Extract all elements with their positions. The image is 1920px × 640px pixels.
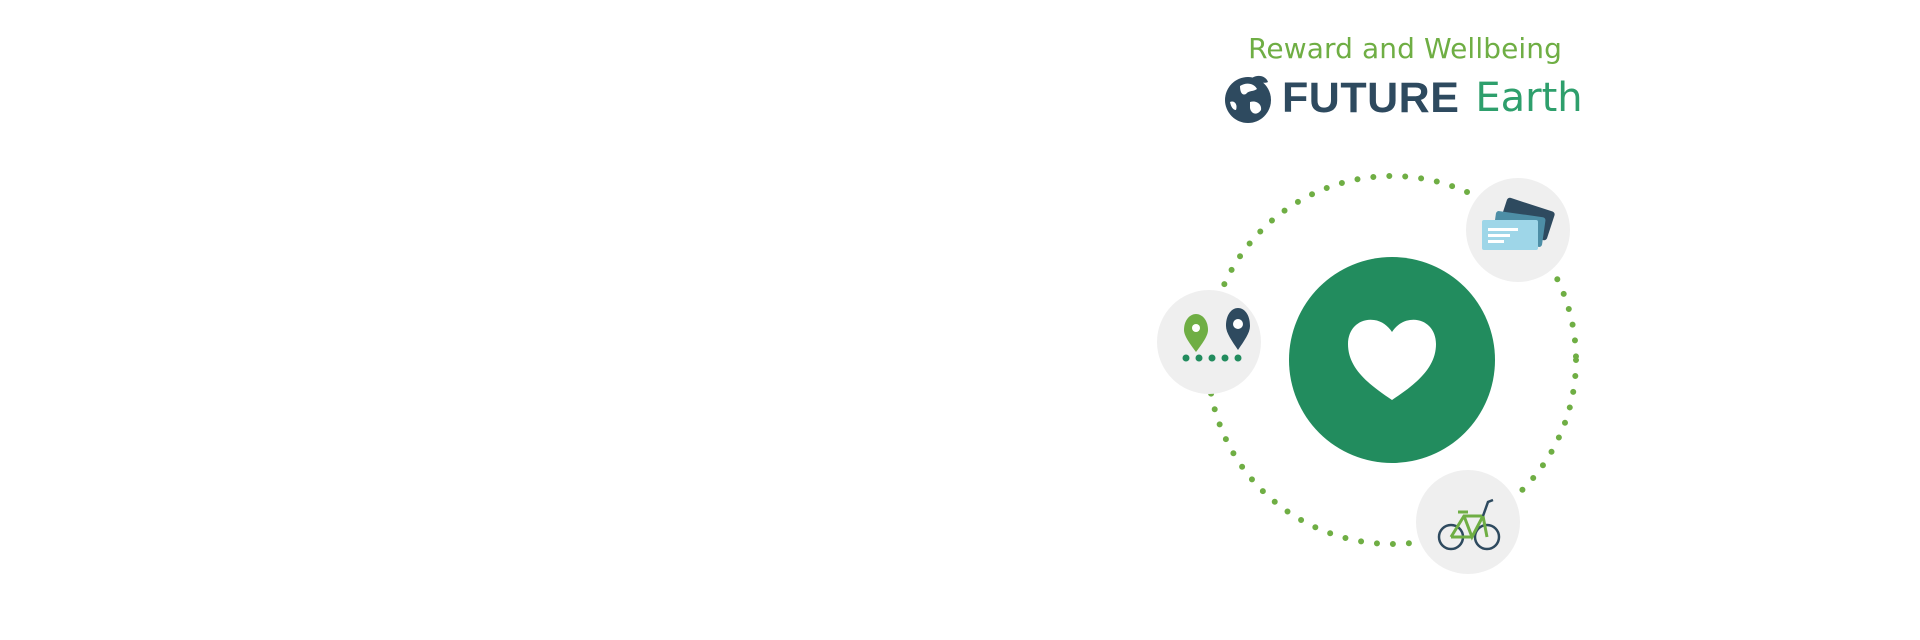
logo-wordmark-bold: FUTURE	[1282, 73, 1460, 122]
globe-icon	[1222, 72, 1274, 124]
bicycle-badge	[1416, 470, 1520, 574]
reward-graphic	[1157, 173, 1579, 574]
location-badge	[1157, 290, 1261, 394]
logo-wordmark-light: Earth	[1475, 75, 1583, 121]
brand-subtitle: Reward and Wellbeing	[1248, 32, 1562, 65]
heart-badge	[1289, 257, 1495, 463]
bicycle-icon	[1437, 498, 1501, 551]
cards-icon	[1482, 197, 1555, 250]
cards-badge	[1466, 178, 1570, 282]
brand-lockup: Reward and Wellbeing FUTURE Earth	[1222, 28, 1583, 128]
location-pins-icon	[1182, 308, 1250, 362]
logo: FUTURE Earth	[1222, 70, 1583, 126]
heart-icon	[1348, 319, 1436, 400]
